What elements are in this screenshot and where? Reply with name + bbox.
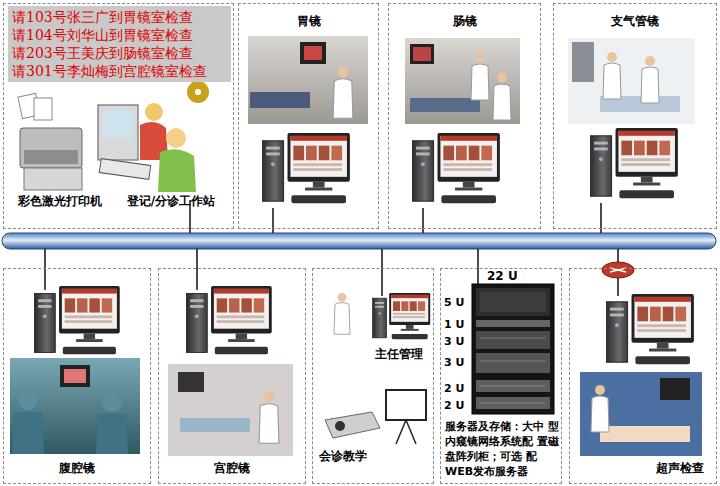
panel-label: 主任管理 <box>365 347 433 362</box>
department-panel: 彩色激光打印机登记/分诊工作站 请103号张三广到胃镜室检查请104号刘华山到胃镜… <box>3 3 234 229</box>
panel-label: 22 U <box>487 269 527 284</box>
department-panel: 腹腔镜 <box>3 268 151 484</box>
panel-label: 登记/分诊工作站 <box>110 194 232 209</box>
department-panel: 支气管镜 <box>553 3 717 229</box>
department-panel: 胃镜 <box>238 3 379 229</box>
panel-label: 胃镜 <box>239 14 378 29</box>
panel-label: 超声检查 <box>646 461 714 476</box>
rack-unit-label: 1 U <box>444 318 464 331</box>
panel-label: 肠镜 <box>389 14 540 29</box>
panel-label: 会诊教学 <box>319 449 389 464</box>
department-panel: 主任管理会诊教学 <box>312 268 434 484</box>
department-panel: 宫腔镜 <box>158 268 306 484</box>
call-line: 请203号王美庆到肠镜室检查 <box>12 44 227 62</box>
rack-unit-label: 2 U <box>444 382 464 395</box>
panel-label: 彩色激光打印机 <box>8 194 112 209</box>
panel-label: 服务器及存储：大中 型内窥镜网络系统配 置磁盘阵列柜；可选 配WEB发布服务器 <box>445 419 559 479</box>
panel-label: 支气管镜 <box>554 14 716 29</box>
rack-unit-label: 3 U <box>444 335 464 348</box>
panel-label: 宫腔镜 <box>159 461 305 476</box>
call-line: 请104号刘华山到胃镜室检查 <box>12 26 227 44</box>
call-display: 请103号张三广到胃镜室检查请104号刘华山到胃镜室检查请203号王美庆到肠镜室… <box>8 6 231 82</box>
call-line: 请103号张三广到胃镜室检查 <box>12 8 227 26</box>
call-line: 请301号李灿梅到宫腔镜室检查 <box>12 62 227 80</box>
rack-unit-label: 3 U <box>444 356 464 369</box>
rack-unit-label: 2 U <box>444 399 464 412</box>
panel-label: 腹腔镜 <box>4 461 150 476</box>
department-panel: 超声检查 <box>569 268 717 484</box>
department-panel: 肠镜 <box>388 3 541 229</box>
rack-unit-label: 5 U <box>444 296 464 309</box>
